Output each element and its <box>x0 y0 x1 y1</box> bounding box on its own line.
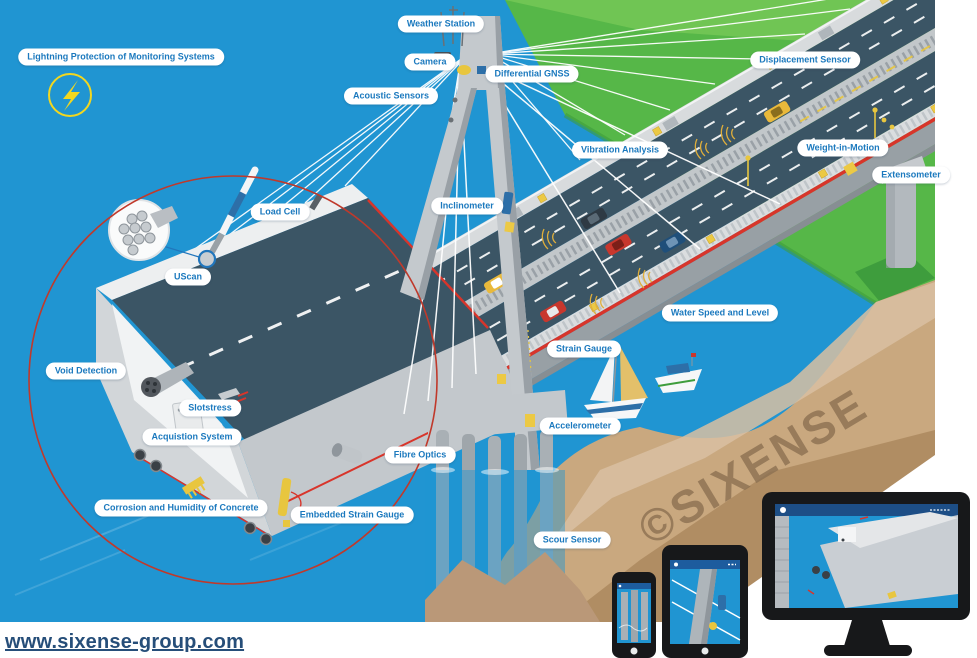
strain-gauge-string <box>527 329 532 373</box>
lamp-posts <box>745 107 895 186</box>
tablet-preview <box>662 545 748 658</box>
label-scour-sensor: Scour Sensor <box>533 531 611 549</box>
label-accelerometer: Accelerometer <box>539 417 621 435</box>
monitor-app-header <box>775 504 958 516</box>
pipe-stub <box>331 443 363 464</box>
label-embedded-strain-gauge: Embedded Strain Gauge <box>290 506 414 524</box>
label-load-cell: Load Cell <box>250 203 310 221</box>
label-uscan: UScan <box>164 268 212 286</box>
fibre-optic-line <box>279 431 431 506</box>
label-water-speed-level: Water Speed and Level <box>661 304 779 322</box>
desktop-monitor-preview <box>762 492 970 656</box>
label-slotstress: Slotstress <box>179 399 241 417</box>
magnifier-ring <box>28 175 438 585</box>
label-fibre-optics: Fibre Optics <box>384 446 456 464</box>
label-displacement-sensor: Displacement Sensor <box>750 51 860 69</box>
bearings <box>133 448 273 546</box>
label-differential-gnss: Differential GNSS <box>485 65 579 83</box>
void-detection-device <box>141 362 194 397</box>
bridge-pylon <box>400 6 600 622</box>
label-weight-in-motion: Weight-in-Motion <box>797 139 889 157</box>
label-lightning-protection: Lightning Protection of Monitoring Syste… <box>18 48 224 66</box>
sailboat <box>584 341 648 420</box>
label-strain-gauge: Strain Gauge <box>546 340 622 358</box>
gnss-antenna <box>457 65 471 75</box>
label-corrosion-humidity: Corrosion and Humidity of Concrete <box>94 499 268 517</box>
motorboat <box>655 353 702 393</box>
uscan-anchor-ring <box>197 249 217 269</box>
label-vibration-analysis: Vibration Analysis <box>571 141 669 159</box>
lightning-icon <box>48 73 92 117</box>
smartphone-preview <box>612 572 656 658</box>
label-weather-station: Weather Station <box>397 15 485 33</box>
accelerometer-device <box>525 414 535 427</box>
wireless-sensor-arcs <box>541 124 736 315</box>
website-link[interactable]: www.sixense-group.com <box>5 631 245 653</box>
label-inclinometer: Inclinometer <box>431 197 503 215</box>
label-camera: Camera <box>404 53 456 71</box>
corrosion-sensor-device <box>181 476 206 499</box>
inclinometer-device <box>501 191 514 215</box>
acoustic-sensor-dots <box>452 97 458 103</box>
cable-cross-section-detail <box>108 199 178 261</box>
label-acquistion-system: Acquistion System <box>142 428 242 446</box>
label-void-detection: Void Detection <box>45 362 127 380</box>
label-acoustic-sensors: Acoustic Sensors <box>343 87 439 105</box>
uscan-assembly <box>108 166 323 269</box>
load-cell-device <box>309 193 323 211</box>
label-extensometer: Extensometer <box>872 166 950 184</box>
